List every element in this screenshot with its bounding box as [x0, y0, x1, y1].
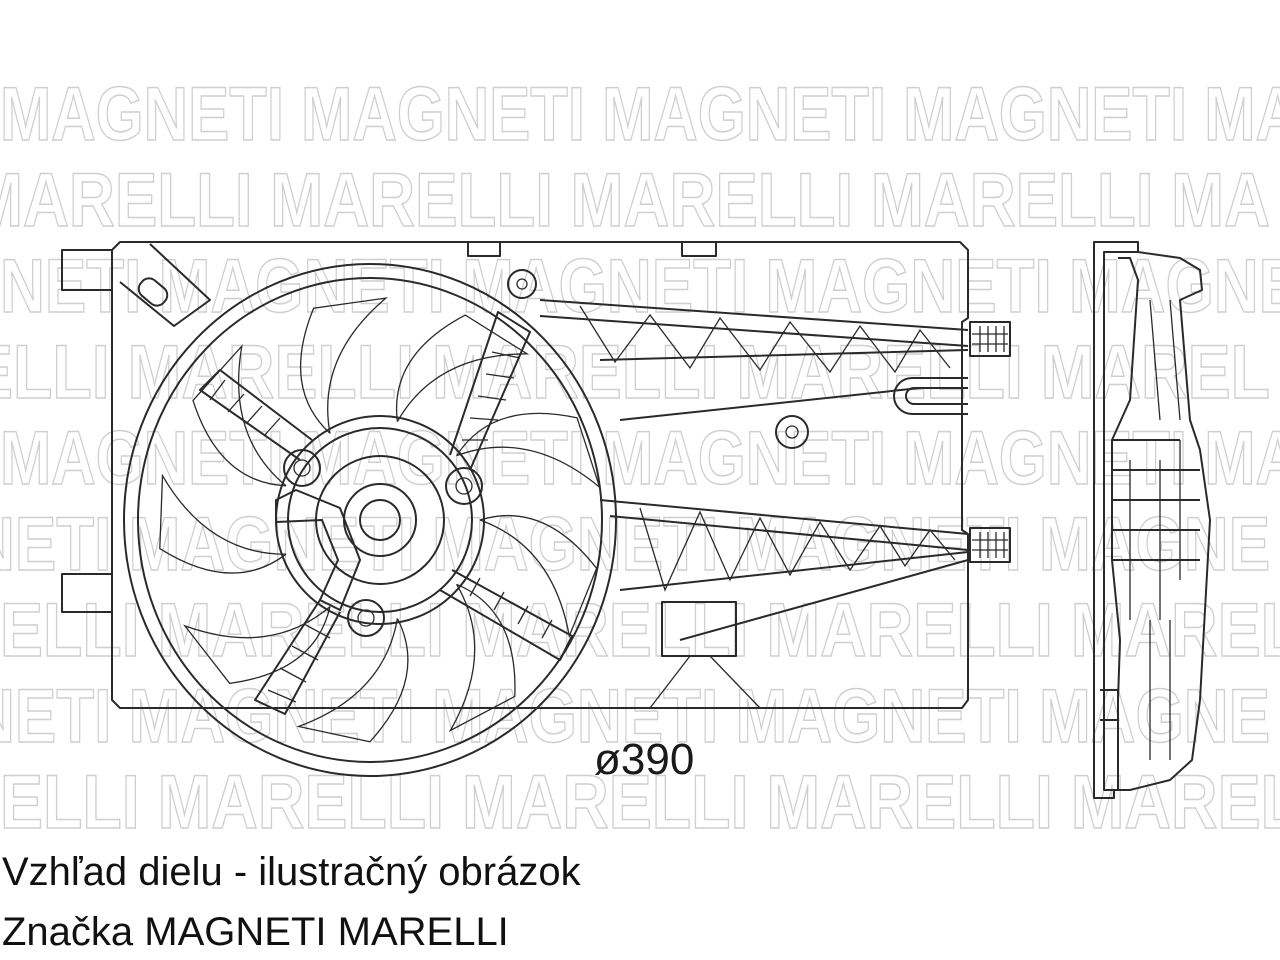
lower-truss-zigzag [639, 507, 956, 592]
watermark-row: ELLI MARELLI MARELLI MARELLI MAREL [0, 760, 1280, 840]
watermark-row: MARELLI MARELLI MARELLI MARELLI MA [0, 158, 1270, 243]
fan-blade [479, 514, 598, 639]
watermark-row: ELLI MARELLI MARELLI MARELLI MAREL [0, 588, 1280, 673]
right-connector-top [969, 321, 1011, 357]
top-tab-2 [681, 242, 717, 257]
fan-blade [159, 473, 287, 574]
fan-blade [299, 297, 389, 434]
caption-brand: Značka MAGNETI MARELLI [2, 910, 509, 954]
watermark-row: NETI MAGNETI MAGNETI MAGNETI MAGNE [0, 502, 1270, 587]
left-mount-tab-top [61, 249, 112, 291]
fan-blade [456, 412, 601, 490]
top-tab-1 [467, 242, 501, 257]
diameter-label: ø390 [594, 735, 694, 784]
fan-technical-drawing: MAGNETI MAGNETI MAGNETI MAGNETI MAMARELL… [0, 71, 1280, 840]
upper-truss-rails [539, 299, 969, 421]
connector-box [661, 601, 737, 657]
watermark-row: ELLI MARELLI MARELLI MARELLI MAREL [0, 330, 1270, 415]
motor-hub [275, 415, 485, 637]
watermark-row: NETI MAGNETI MAGNETI MAGNETI MAGNE [0, 244, 1280, 329]
fan-side-view [1093, 241, 1211, 799]
watermark-row: MAGNETI MAGNETI MAGNETI MAGNETI MA [0, 72, 1280, 157]
fan-ring-outer [123, 263, 617, 777]
fan-blades [159, 297, 601, 743]
mount-hole-middle [775, 415, 809, 449]
fan-blade [448, 583, 516, 733]
caption-illustrative-image: Vzhľad dielu - ilustračný obrázok [2, 850, 581, 894]
right-connector-bottom [969, 527, 1011, 563]
fan-ring-inner [137, 277, 603, 763]
watermark-row: MAGNETI MAGNETI MAGNETI MAGNETI MA [0, 416, 1280, 501]
fan-front-view: ø390 [61, 241, 1011, 784]
shroud-outline [111, 241, 969, 709]
fan-blade [395, 314, 530, 422]
mount-hole-top [507, 269, 537, 299]
upper-truss-zigzag [579, 305, 951, 374]
brand-watermark: MAGNETI MAGNETI MAGNETI MAGNETI MAMARELL… [0, 71, 1280, 840]
motor-struts [199, 311, 573, 715]
fan-blade [296, 618, 409, 743]
left-mount-tab-bottom [61, 573, 112, 613]
corner-bracket [119, 243, 211, 327]
lower-truss-rails [599, 499, 969, 641]
fan-blade [183, 606, 331, 685]
wire-clip [893, 377, 968, 415]
